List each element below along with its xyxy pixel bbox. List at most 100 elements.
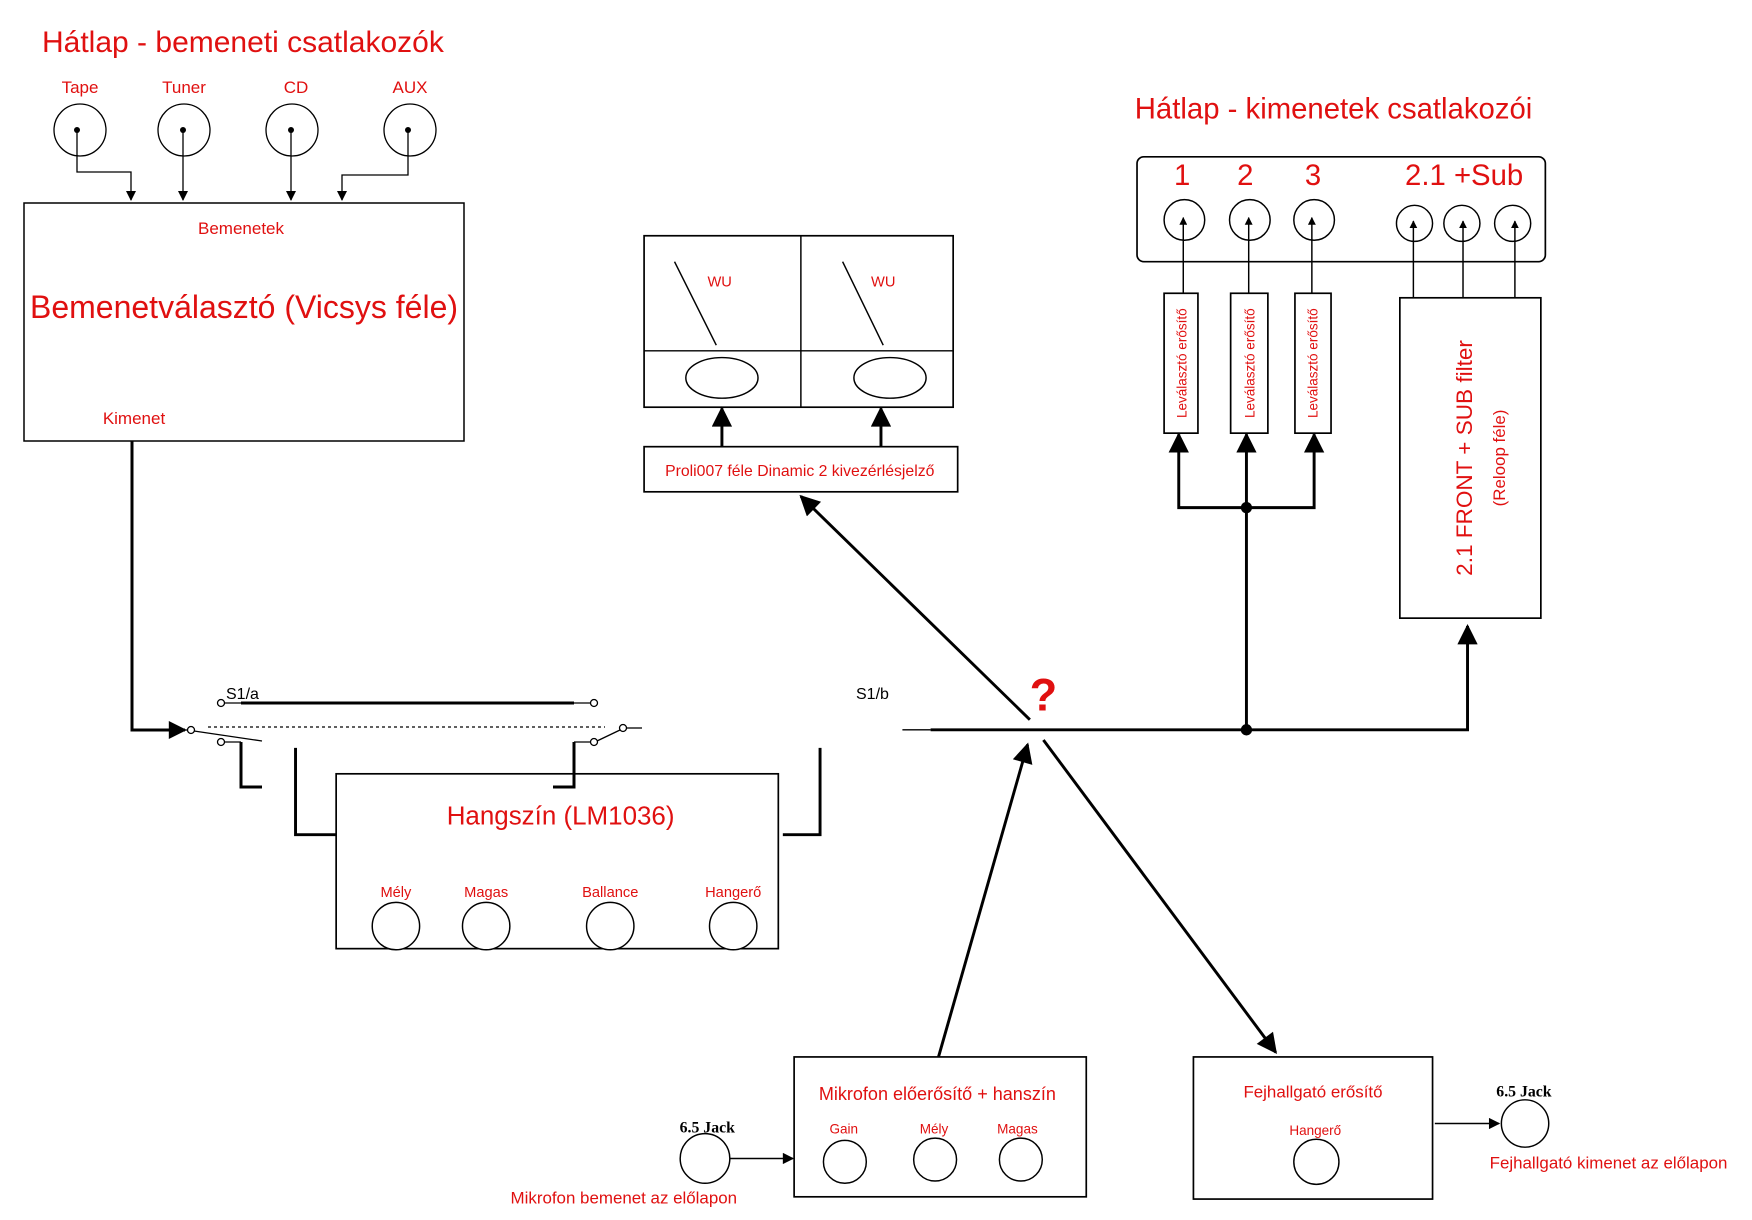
tone-control-title: Hangszín (LM1036) (447, 803, 675, 831)
knob-label: Mély (920, 1122, 949, 1137)
knob-label: Mély (380, 885, 412, 901)
knob-mely[interactable]: Mély (371, 885, 421, 951)
output-label: Kimenet (103, 409, 166, 428)
mic-jack-caption: Mikrofon bemenet az előlapon (511, 1189, 738, 1208)
knob-icon[interactable] (912, 1137, 958, 1182)
rca-jack-icon (1163, 198, 1206, 241)
knob-label: Ballance (582, 885, 638, 901)
knob-magas[interactable]: Magas (461, 885, 511, 951)
vu-driver-label: Proli007 féle Dinamic 2 kivezérlésjelző (665, 463, 934, 480)
sub-filter-block: 2.1 FRONT + SUB filter (Reloop féle) (1399, 296, 1542, 619)
knob-label: Magas (464, 885, 508, 901)
main-diagram: Hangszín (LM1036) Mély Magas Ballance Ha… (294, 92, 1728, 1208)
headphone-jack-icon[interactable] (1500, 1099, 1550, 1148)
knob-icon[interactable] (585, 901, 635, 951)
junction-dot (1240, 724, 1253, 736)
switch-contact (186, 725, 196, 735)
buffer-amplifiers: Leválasztó erősítő Leválasztó erősítő Le… (1163, 292, 1332, 736)
tone-control-box: Hangszín (LM1036) Mély Magas Ballance Ha… (294, 747, 822, 951)
switch-b-label: S1/b (856, 686, 889, 703)
knob-icon[interactable] (822, 1139, 868, 1185)
wire (76, 130, 136, 201)
knob-hangero[interactable]: Hangerő (705, 885, 761, 951)
knob-label: Hangerő (1289, 1123, 1341, 1138)
knob-icon[interactable] (1293, 1138, 1340, 1186)
needle-icon (841, 261, 884, 346)
knob-icon[interactable] (371, 901, 421, 951)
question-mark: ? (1030, 670, 1058, 721)
output-group-label: 1 (1174, 159, 1190, 192)
jack-label: CD (284, 78, 309, 97)
switch-contact (216, 737, 226, 747)
meter-lamp-icon (853, 356, 927, 399)
knob-label: Gain (829, 1122, 858, 1137)
knob-hangero[interactable]: Hangerő (1289, 1123, 1341, 1186)
switch-contact (589, 698, 599, 708)
junction-dot (1240, 501, 1253, 514)
sub-filter-subtitle: (Reloop féle) (1490, 410, 1509, 507)
knob-label: Magas (997, 1122, 1038, 1137)
knob-gain[interactable]: Gain (822, 1122, 868, 1185)
buffer-amp-label: Leválasztó erősítő (1306, 308, 1321, 418)
switch-contact (216, 698, 226, 708)
headphone-amp-block: Fejhallgató erősítő Hangerő 6.5 Jack Fej… (1042, 739, 1728, 1200)
mic-preamp-block: Mikrofon előerősítő + hanszín Gain Mély … (511, 742, 1088, 1208)
switch-a-label: S1/a (226, 686, 259, 703)
mic-preamp-title: Mikrofon előerősítő + hanszín (819, 1084, 1056, 1104)
input-selector-block: Bemenetek Bemenetválasztó (Vicsys féle) … (23, 202, 465, 442)
input-panel-title: Hátlap - bemeneti csatlakozók (42, 26, 445, 59)
buffer-amp-3: Leválasztó erősítő (1294, 292, 1332, 434)
vu-meter-block: WU WU Proli007 féle Dinamic 2 kivezérlés… (643, 234, 1031, 721)
jack-label: Tuner (162, 78, 206, 97)
knob-icon[interactable] (708, 901, 758, 951)
mic-jack-label: 6.5 Jack (680, 1120, 735, 1137)
input-panel: Hátlap - bemeneti csatlakozók Tape Tuner… (42, 26, 445, 201)
headphone-jack-label: 6.5 Jack (1496, 1083, 1551, 1100)
buffer-amp-1: Leválasztó erősítő (1163, 292, 1199, 434)
jack-label: Tape (62, 78, 99, 97)
headphone-jack-caption: Fejhallgató kimenet az előlapon (1490, 1154, 1728, 1173)
buffer-amp-label: Leválasztó erősítő (1242, 308, 1257, 418)
output-panel: Hátlap - kimenetek csatlakozói 1 2 3 2.1… (1135, 92, 1547, 298)
rca-jack-icon (1395, 204, 1434, 243)
input-selector-title: Bemenetválasztó (Vicsys féle) (30, 289, 458, 325)
main-bus-wire (930, 624, 1478, 732)
output-group-label: 3 (1305, 159, 1321, 192)
rca-jack-icon (1443, 204, 1481, 243)
jack-label: AUX (393, 78, 428, 97)
bypass-switch: S1/a S1/b (185, 686, 889, 747)
rca-jack-icon (1493, 204, 1532, 243)
needle-icon (673, 261, 717, 346)
mic-jack-icon[interactable] (679, 1132, 731, 1185)
output-group-label: 2.1 +Sub (1405, 159, 1523, 192)
rca-jack-icon (1228, 198, 1271, 241)
meter-label: WU (707, 275, 731, 291)
tone-control-block (239, 742, 576, 789)
knob-icon[interactable] (998, 1137, 1044, 1182)
input-jack-tuner: Tuner (157, 78, 211, 201)
meter-lamp-icon (685, 356, 759, 399)
output-panel-title: Hátlap - kimenetek csatlakozói (1135, 92, 1533, 125)
sub-filter-title: 2.1 FRONT + SUB filter (1452, 340, 1477, 576)
knob-mely[interactable]: Mély (912, 1122, 958, 1182)
rca-jack-icon (1293, 198, 1336, 241)
switch-contact (618, 723, 628, 733)
meter-label: WU (871, 275, 895, 291)
buffer-amp-2: Leválasztó erősítő (1229, 292, 1269, 434)
knob-ballance[interactable]: Ballance (582, 885, 638, 951)
mic-to-bus-wire (937, 742, 1033, 1058)
knob-magas[interactable]: Magas (997, 1122, 1044, 1182)
buffer-amp-label: Leválasztó erősítő (1175, 308, 1190, 418)
vu-meter-right: WU (841, 261, 927, 399)
input-jack-tape: Tape (53, 78, 136, 201)
bus-to-headphone-wire (1042, 739, 1277, 1055)
selector-to-switch-wire (130, 441, 187, 739)
inputs-label: Bemenetek (198, 219, 284, 238)
vu-meter-left: WU (673, 261, 759, 399)
knob-icon[interactable] (461, 901, 511, 951)
output-group-label: 2 (1237, 159, 1253, 192)
switch-contact (589, 737, 599, 747)
headphone-amp-title: Fejhallgató erősítő (1243, 1083, 1382, 1102)
bus-to-vu-wire (799, 494, 1031, 721)
